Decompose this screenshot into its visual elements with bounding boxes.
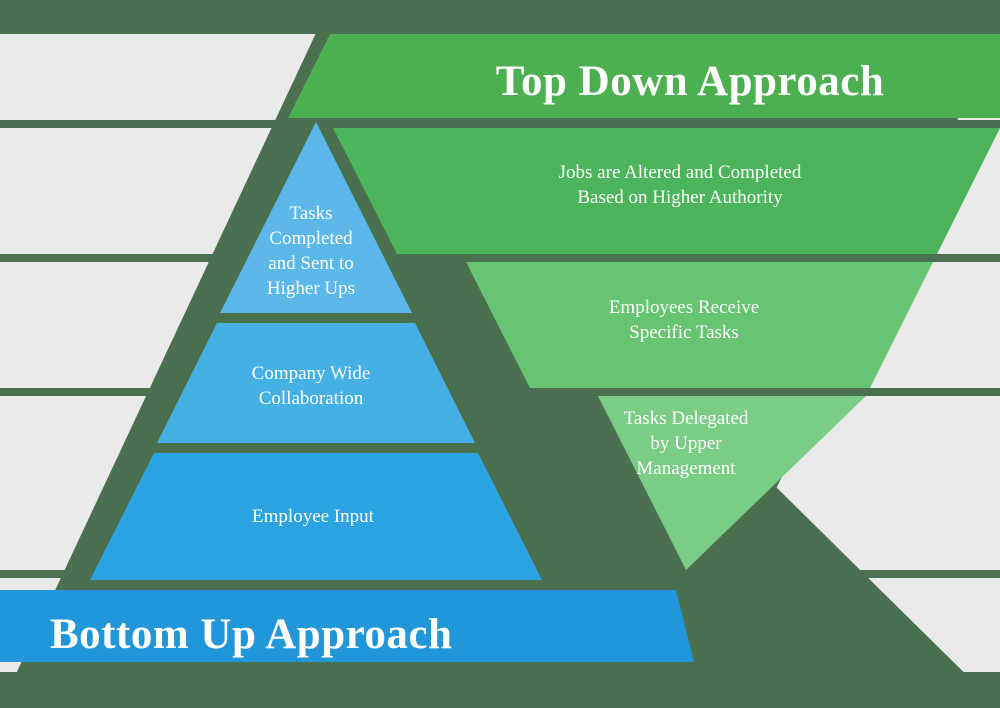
bottom-up-level-1-line4: Higher Ups <box>267 278 355 299</box>
bottom-up-level-3-line1: Employee Input <box>252 506 375 527</box>
bottom-up-banner-label: Bottom Up Approach <box>50 611 452 658</box>
top-down-level-1-line2: Based on Higher Authority <box>577 187 783 208</box>
top-down-level-2-line2: Specific Tasks <box>629 322 739 343</box>
bottom-dark-strip <box>0 672 1000 708</box>
bottom-up-level-1-shape <box>220 122 412 313</box>
bottom-up-level-1-line1: Tasks <box>289 203 332 224</box>
top-down-level-2-shape <box>466 262 933 388</box>
bottom-up-level-3-shape <box>90 453 542 580</box>
top-down-level-2-line1: Employees Receive <box>609 297 759 318</box>
top-down-level-3-line1: Tasks Delegated <box>624 408 749 429</box>
top-down-banner-shape <box>288 34 1000 118</box>
top-down-level-3-line3: Management <box>636 458 736 479</box>
bottom-up-banner-shape <box>0 590 694 662</box>
top-down-level-1-shape <box>333 128 1000 254</box>
bottom-up-level-2-shape <box>157 323 475 443</box>
bottom-up-level-1-line3: and Sent to <box>268 253 354 274</box>
bottom-up-level-1-line2: Completed <box>269 228 353 249</box>
top-down-level-1-line1: Jobs are Altered and Completed <box>559 162 802 183</box>
top-down-level-3-shape <box>598 396 866 570</box>
bottom-up-level-2-line2: Collaboration <box>259 388 364 409</box>
top-dark-strip <box>0 0 1000 34</box>
top-down-level-3-line2: by Upper <box>650 433 722 454</box>
top-down-banner-label: Top Down Approach <box>496 58 885 105</box>
bottom-up-level-2-line1: Company Wide <box>252 363 371 384</box>
